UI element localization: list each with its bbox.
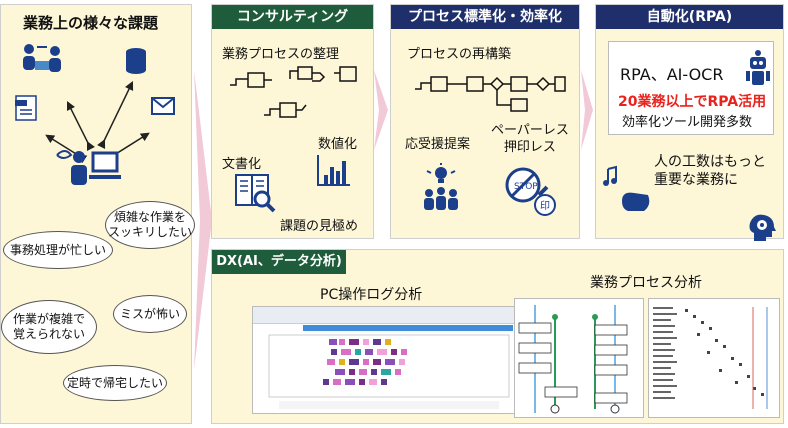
- music-hand-icon: [603, 165, 650, 211]
- issues-title: 業務上の様々な課題: [23, 14, 159, 32]
- process-header: プロセス標準化・効率化: [391, 5, 579, 29]
- rpa-line3: 効率化ツール開発多数: [622, 115, 753, 130]
- robot-icon: [746, 50, 770, 85]
- dx-panel: DX(AI、データ分析) PC操作ログ分析 業務プロセス分析: [211, 249, 784, 424]
- label-paperless: ペーパーレス 押印レス: [491, 123, 569, 155]
- chevron-arrow-2: [581, 70, 593, 150]
- chevron-arrow-1: [374, 70, 388, 150]
- database-icon: [126, 48, 146, 74]
- consulting-header: コンサルティング: [212, 5, 373, 29]
- process-flow-icon: [415, 76, 566, 112]
- bp-flow-diagram: [518, 305, 628, 414]
- label-quantification: 数値化: [318, 137, 358, 152]
- pc-log-chart: [268, 334, 510, 409]
- pc-log-blueband: [303, 325, 513, 331]
- flowchart-icon: [230, 66, 357, 118]
- rpa-header: 自動化(RPA): [596, 5, 783, 29]
- pc-log-titlebar: [253, 307, 517, 324]
- rpa-line4: 人の工数はもっと 重要な業務に: [654, 154, 766, 189]
- bp-flow-screenshot: [514, 298, 644, 418]
- mail-icon: [151, 97, 175, 115]
- label-documentation: 文書化: [222, 157, 262, 172]
- bubble-fear-mistakes: ミスが怖い: [113, 295, 187, 333]
- svg-text:印: 印: [540, 200, 550, 212]
- bubble-complex-work: 作業が複雑で 覚えられない: [1, 300, 97, 354]
- bp-analysis-title: 業務プロセス分析: [590, 275, 702, 291]
- bar-chart-icon: [317, 155, 350, 186]
- process-panel: プロセス標準化・効率化 プロセスの再構築 応受援提案 ペーパーレス 押印レス S…: [390, 4, 580, 239]
- bubble-go-home: 定時で帰宅したい: [63, 365, 167, 401]
- rpa-panel: 自動化(RPA) RPA、AI-OCR 20業務以上でRPA活用 効率化ツール開…: [595, 4, 784, 241]
- rpa-line2: 20業務以上でRPA活用: [618, 94, 767, 110]
- stop-stamp-icon: STOP 印: [505, 167, 556, 216]
- bp-table-screenshot: [648, 298, 780, 418]
- rpa-line1: RPA、AI-OCR: [620, 65, 724, 84]
- ai-head-icon: [749, 214, 776, 241]
- bubble-busy: 事務処理が忙しい: [3, 231, 113, 269]
- bp-table-diagram: [653, 307, 768, 409]
- process-subtitle: プロセスの再構築: [407, 47, 512, 62]
- dx-header: DX(AI、データ分析): [212, 250, 346, 274]
- issues-panel: 業務上の様々な課題 煩雑な作業を スッキリしたい 事務処理が忙しい ミスが怖い …: [0, 4, 195, 424]
- document-search-icon: [235, 174, 276, 213]
- label-support-proposal: 応受援提案: [405, 137, 471, 152]
- team-idea-icon: [424, 163, 458, 210]
- pdf-document-icon: [15, 95, 37, 121]
- pc-log-screenshot: [252, 306, 518, 414]
- consulting-panel: コンサルティング 業務プロセスの整理 文書化 数値化 課題の見極め: [211, 4, 374, 239]
- pc-log-title: PC操作ログ分析: [320, 287, 423, 303]
- bubble-tidy-work: 煩雑な作業を スッキリしたい: [105, 201, 195, 249]
- chevron-arrow-left: [194, 70, 212, 370]
- label-identify-issues: 課題の見極め: [280, 219, 359, 234]
- people-network-icon: [23, 44, 61, 72]
- svg-text:STOP: STOP: [514, 182, 538, 192]
- worker-at-pc-icon: [56, 150, 121, 185]
- rpa-info-box: [608, 41, 774, 135]
- consulting-subtitle: 業務プロセスの整理: [222, 47, 340, 62]
